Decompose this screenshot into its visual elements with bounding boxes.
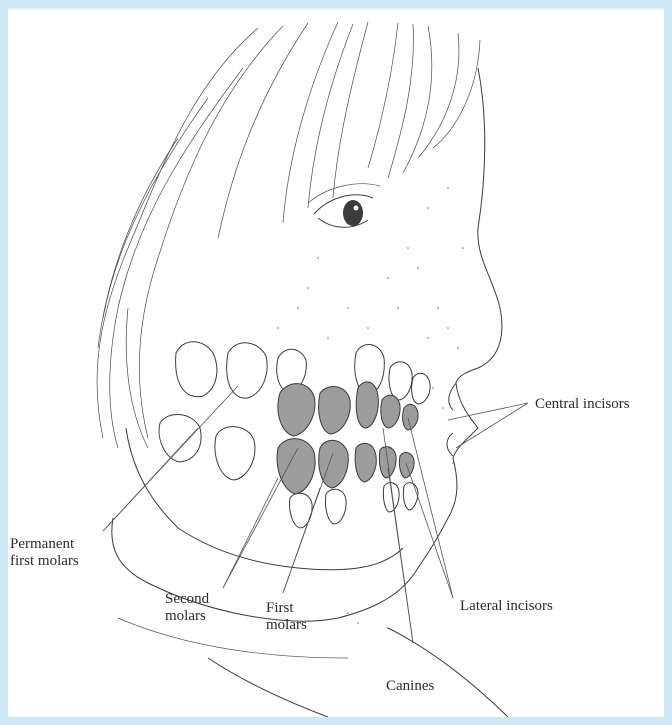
face-profile bbox=[112, 68, 502, 621]
label-first-molars-line1: First bbox=[266, 600, 307, 617]
label-canines: Canines bbox=[386, 678, 434, 695]
child-skull-dentition-drawing bbox=[8, 8, 664, 717]
label-central-incisors: Central incisors bbox=[535, 396, 630, 413]
label-permanent-first-molars-line2: first molars bbox=[10, 553, 79, 570]
label-first-molars-line2: molars bbox=[266, 617, 307, 634]
neck bbox=[208, 628, 508, 717]
label-second-molars-line1: Second bbox=[165, 591, 209, 608]
label-second-molars: Second molars bbox=[165, 591, 209, 625]
label-first-molars: First molars bbox=[266, 600, 307, 634]
label-permanent-first-molars: Permanent first molars bbox=[10, 536, 79, 570]
label-permanent-first-molars-line1: Permanent bbox=[10, 536, 79, 553]
label-second-molars-line2: molars bbox=[165, 608, 209, 625]
label-lateral-incisors: Lateral incisors bbox=[460, 598, 553, 615]
eye bbox=[308, 184, 380, 228]
illustration-panel: Central incisors Permanent first molars … bbox=[8, 8, 664, 717]
